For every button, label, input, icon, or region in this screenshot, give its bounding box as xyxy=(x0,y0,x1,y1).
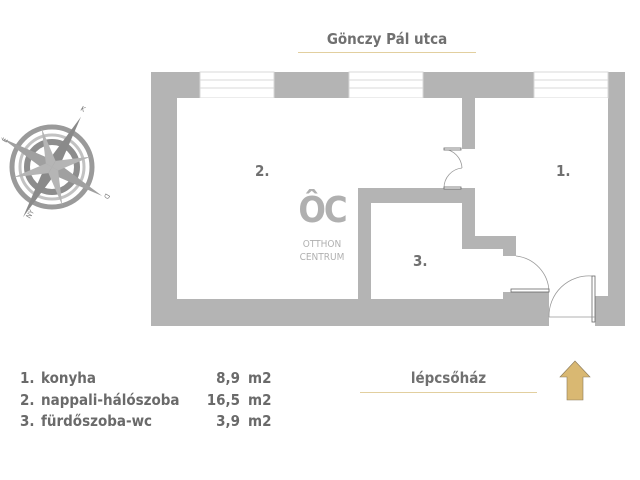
compass-rose-icon: É K D NY xyxy=(0,105,110,220)
legend-unit: m2 xyxy=(248,369,272,387)
legend-unit: m2 xyxy=(248,412,272,430)
room-legend: 1. konyha 8,9 m2 2. nappali-hálószoba 16… xyxy=(20,369,280,434)
compass-south: D xyxy=(102,192,110,200)
legend-row: 2. nappali-hálószoba 16,5 m2 xyxy=(20,391,280,413)
legend-number: 1. xyxy=(20,369,35,387)
door-swings xyxy=(443,147,596,323)
staircase-underline xyxy=(360,392,537,393)
legend-row: 3. fürdőszoba-wc 3,9 m2 xyxy=(20,412,280,434)
room-1-floor xyxy=(475,98,608,326)
legend-row: 1. konyha 8,9 m2 xyxy=(20,369,280,391)
legend-name: konyha xyxy=(41,369,96,387)
room-2-label: 2. xyxy=(255,162,270,180)
windows xyxy=(199,71,609,99)
room-2-floor xyxy=(177,98,462,299)
legend-number: 2. xyxy=(20,390,35,409)
room-1-label: 1. xyxy=(556,162,571,180)
street-underline xyxy=(298,52,476,53)
legend-name: fürdőszoba-wc xyxy=(41,412,153,430)
floor-plan xyxy=(151,71,625,326)
compass-west: NY xyxy=(25,208,36,220)
entrance-arrow-icon xyxy=(559,360,591,401)
legend-number: 3. xyxy=(20,412,35,430)
legend-area: 8,9 xyxy=(216,369,240,387)
room-3-floor xyxy=(371,203,516,299)
logo-mark: ÔC xyxy=(298,190,347,231)
legend-name: nappali-hálószoba xyxy=(41,390,180,409)
door-opening-2-1 xyxy=(462,149,475,188)
legend-area: 3,9 xyxy=(216,412,240,430)
otthon-centrum-logo: ÔC OTTHON CENTRUM xyxy=(290,192,354,264)
legend-unit: m2 xyxy=(248,390,272,409)
legend-area: 16,5 xyxy=(206,390,240,409)
street-label: Gönczy Pál utca xyxy=(326,30,448,48)
logo-line1: OTTHON xyxy=(302,239,342,250)
compass-north: É xyxy=(0,136,10,144)
compass-east: K xyxy=(79,105,87,114)
room-3-label: 3. xyxy=(413,252,428,270)
staircase-label: lépcsőház xyxy=(410,369,487,387)
logo-line2: CENTRUM xyxy=(299,252,345,263)
